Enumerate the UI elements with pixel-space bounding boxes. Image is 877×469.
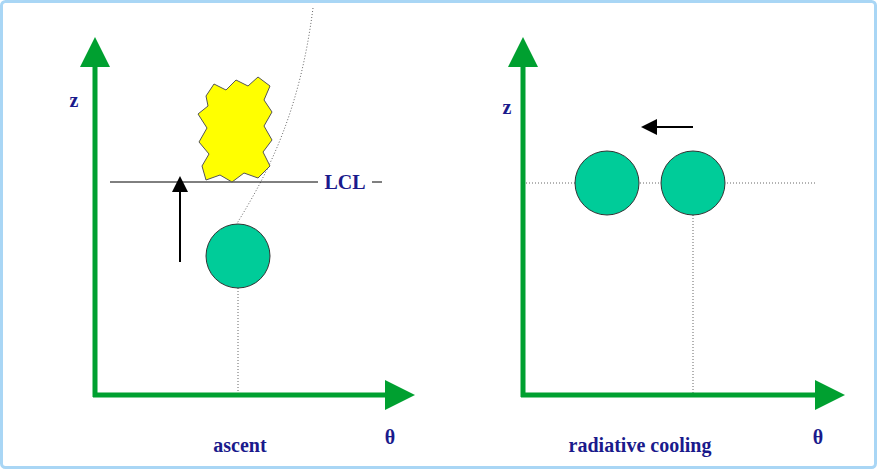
axis-label: z: [70, 89, 79, 111]
panel-caption: ascent: [213, 434, 266, 456]
theta-axis: [521, 393, 830, 398]
z-axis: [93, 52, 98, 397]
ascent-arrow: [179, 180, 181, 262]
guide-line: [238, 288, 239, 395]
cloud: [198, 77, 272, 182]
axis-label: θ: [385, 426, 395, 448]
guide-line: [693, 215, 694, 395]
lcl-line: [110, 182, 318, 183]
air-parcel: [206, 224, 270, 288]
cooling-arrow: [645, 126, 693, 128]
z-axis: [521, 52, 526, 397]
axis-label: θ: [813, 426, 823, 448]
air-parcel: [661, 151, 725, 215]
air-parcel: [575, 151, 639, 215]
lcl-line: [372, 182, 382, 183]
panel-caption: radiative cooling: [569, 434, 712, 456]
axis-label: z: [503, 96, 512, 118]
theta-axis: [93, 393, 400, 398]
lcl-label: LCL: [322, 171, 367, 193]
